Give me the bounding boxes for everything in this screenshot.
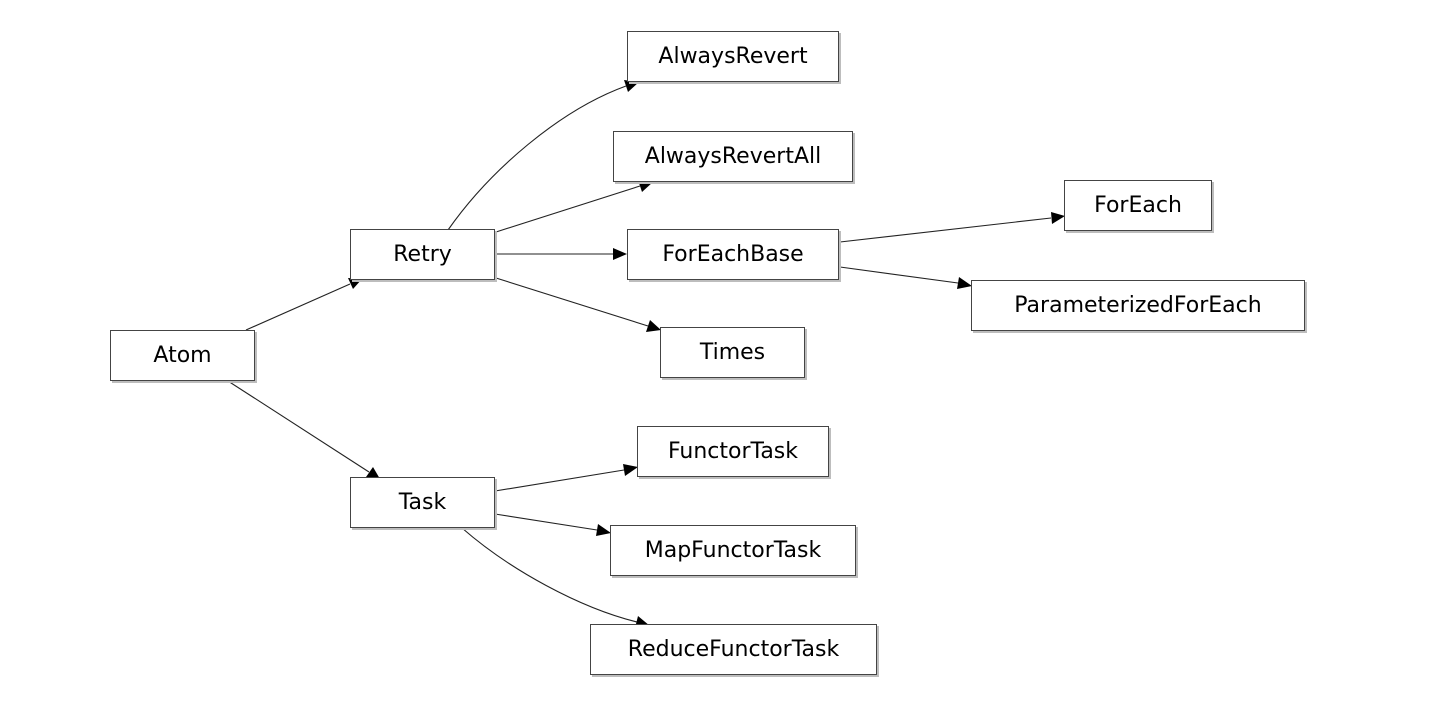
node-functortask-label: FunctorTask [667,439,799,464]
node-foreach-label: ForEach [1094,193,1182,218]
edge-task-functortask [494,464,638,492]
node-times-label: Times [699,340,766,365]
node-alwaysrevert-label: AlwaysRevert [658,44,808,69]
edge-retry-foreachbase [495,248,627,260]
node-atom-label: Atom [153,343,212,368]
node-reducefunctortask: ReduceFunctorTask [590,624,877,675]
edge-retry-alwaysrevertall [495,180,653,233]
node-foreach: ForEach [1064,180,1212,231]
node-parameterizedforeach: ParameterizedForEach [971,280,1305,331]
edge-task-mapfunctortask [494,513,611,536]
node-atom: Atom [110,330,255,381]
node-foreachbase: ForEachBase [627,229,839,280]
node-functortask: FunctorTask [637,426,829,477]
node-times: Times [660,327,805,378]
edge-atom-task [227,380,380,479]
node-mapfunctortask: MapFunctorTask [610,525,856,576]
edge-retry-alwaysrevert [447,80,639,231]
node-foreachbase-label: ForEachBase [662,242,804,267]
node-parameterizedforeach-label: ParameterizedForEach [1014,293,1262,318]
node-task-label: Task [398,490,447,515]
node-retry-label: Retry [393,242,452,267]
node-mapfunctortask-label: MapFunctorTask [644,538,822,563]
edge-retry-times [495,277,661,332]
node-alwaysrevertall: AlwaysRevertAll [613,131,853,182]
node-retry: Retry [350,229,495,280]
node-task: Task [350,477,495,528]
edge-atom-retry [245,278,362,331]
edge-foreachbase-foreach [839,212,1065,243]
node-reducefunctortask-label: ReduceFunctorTask [627,637,840,662]
node-alwaysrevertall-label: AlwaysRevertAll [644,144,822,169]
edge-foreachbase-parameterizedforeach [839,266,972,289]
node-alwaysrevert: AlwaysRevert [627,31,839,82]
